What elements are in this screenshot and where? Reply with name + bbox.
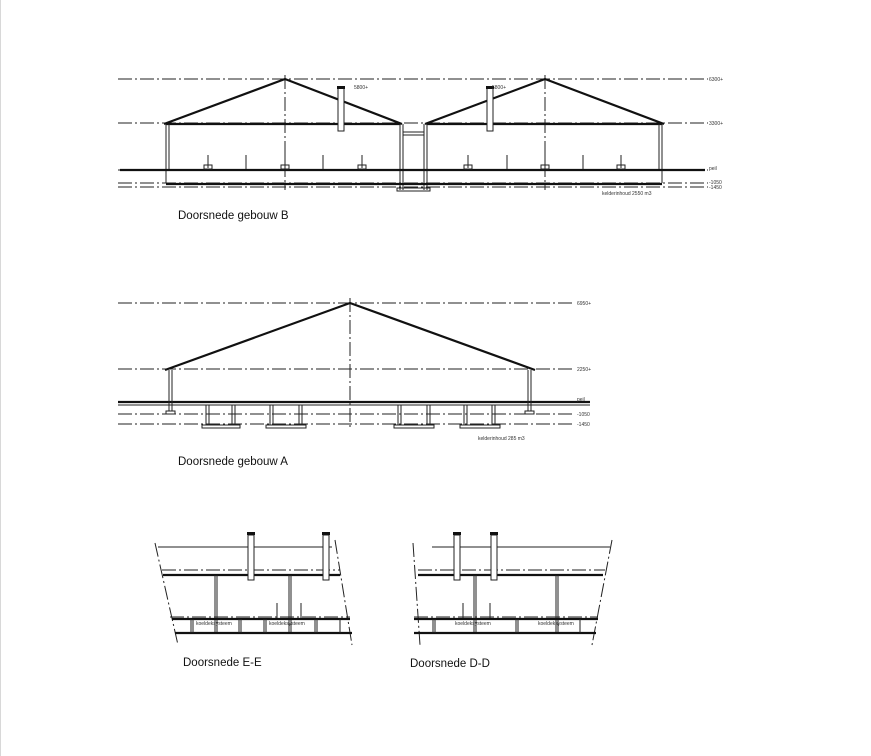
level-label: -1050 [577, 412, 590, 418]
cooling-label: koeldeksysteem [196, 621, 232, 627]
section-caption: Doorsnede gebouw B [178, 210, 289, 222]
chimney-level-label: 5800+ [354, 85, 368, 91]
cooling-label: koeldeksysteem [538, 621, 574, 627]
volume-note: kelderinhoud 2550 m3 [602, 191, 652, 197]
level-label: 3300+ [709, 121, 723, 127]
level-label: -1050 [709, 180, 722, 186]
level-label: -1450 [709, 185, 722, 191]
chimney-level-label: 5800+ [492, 85, 506, 91]
level-label: peil [577, 397, 585, 403]
section-d-d: koeldeksysteem koeldeksysteem Doorsnede … [410, 532, 613, 670]
level-label: 2250+ [577, 367, 591, 373]
section-caption: Doorsnede D-D [410, 658, 490, 670]
section-gebouw-b: 6300+ 3300+ peil -1050 -1450 5800+ 5800+… [118, 75, 723, 222]
cooling-label: koeldeksysteem [269, 621, 305, 627]
section-caption: Doorsnede E-E [183, 657, 262, 669]
section-gebouw-a: 6950+ 2250+ peil -1050 -1450 kelderinhou… [118, 298, 591, 468]
level-label: peil [709, 166, 717, 172]
cooling-label: koeldeksysteem [455, 621, 491, 627]
volume-note: kelderinhoud 285 m3 [478, 436, 525, 442]
section-e-e: koeldeksysteem koeldeksysteem Doorsnede … [154, 532, 353, 669]
level-label: 6950+ [577, 301, 591, 307]
section-caption: Doorsnede gebouw A [178, 456, 288, 468]
level-label: 6300+ [709, 77, 723, 83]
level-label: -1450 [577, 422, 590, 428]
